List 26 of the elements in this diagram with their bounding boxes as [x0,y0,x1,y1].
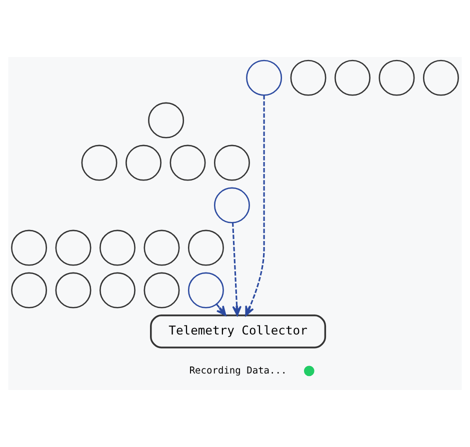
node-person [100,272,136,308]
node-person [100,230,136,266]
node-person [170,144,206,181]
node-person [290,60,326,96]
node-person [55,272,92,308]
node-person [378,60,415,96]
node-person [81,144,118,181]
node-person [188,230,224,266]
node-box: Telemetry Collector [150,314,326,348]
node-person [246,60,282,96]
node-person [148,102,184,138]
node-person [214,144,250,181]
node-person [334,60,370,96]
node-person [55,230,92,266]
node-label: Recording Data... [189,365,287,376]
node-person [144,230,180,266]
node-person [144,272,180,308]
node-person [11,272,48,308]
node-person [126,144,162,181]
arrow [232,222,242,316]
node-person [422,60,459,96]
node-person [11,230,48,266]
arrow [216,304,226,316]
arrow [245,95,265,316]
node-person [214,187,250,224]
node-circle [304,366,314,376]
